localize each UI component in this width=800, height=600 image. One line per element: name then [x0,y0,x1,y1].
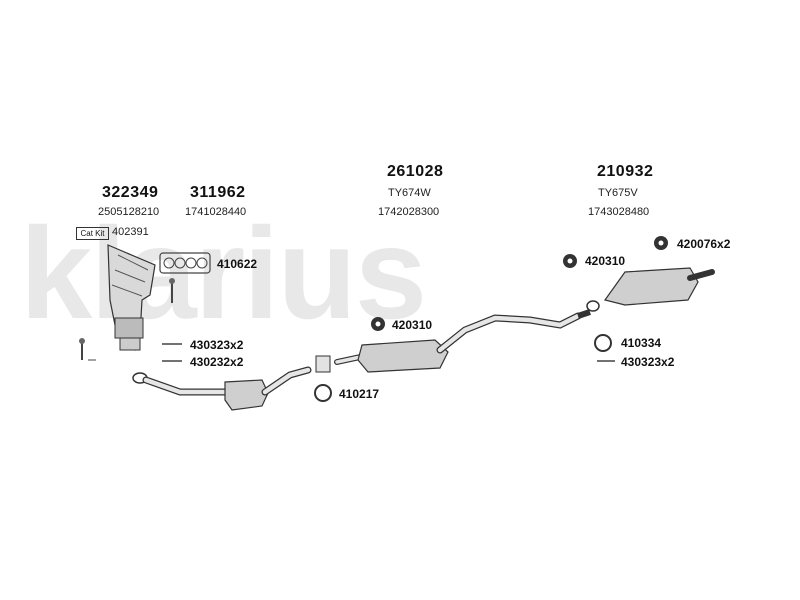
bolt-drawings [79,278,615,362]
assembly-2-number: 311962 [190,184,246,201]
assembly-1-number: 322349 [102,184,159,201]
assembly-3-ref: 1742028300 [378,206,440,218]
part-label-ring-gasket-front: 410217 [339,387,380,401]
assembly-2-ref: 1741028440 [185,206,247,218]
part-label-ring-gasket-rear: 410334 [621,336,662,350]
front-pipe-drawing [132,366,312,411]
part-label-gasket-manifold: 410622 [217,257,258,271]
center-muffler-drawing [334,312,582,373]
part-label-bolt-kit-rear: 430323x2 [621,355,675,369]
manifold-catalyst-drawing [107,244,156,351]
assembly-4-code: TY675V [598,187,638,199]
ring-gasket-rear-drawing [594,334,612,352]
assembly-3-code: TY674W [388,187,431,199]
assembly-4-ref: 1743028480 [588,206,650,218]
part-label-mount-center: 420310 [392,318,433,332]
cat-kit-number: 402391 [112,226,149,238]
ring-gasket-front-drawing [314,355,332,402]
part-label-mount-rear-2: 420076x2 [677,237,731,251]
part-label-mount-rear: 420310 [585,254,626,268]
watermark-text: klarius [20,200,425,346]
cat-kit-box: Cat Kit [76,227,109,240]
assembly-4-number: 210932 [597,163,654,180]
part-label-bolt-kit-2: 430232x2 [190,355,244,369]
rubber-mount-drawings [371,236,668,331]
assembly-3-number: 261028 [387,163,444,180]
assembly-1-ref: 2505128210 [98,206,160,218]
part-label-bolt-kit-1: 430323x2 [190,338,244,352]
manifold-gasket-drawing [159,252,211,274]
rear-silencer-drawing [577,267,715,319]
